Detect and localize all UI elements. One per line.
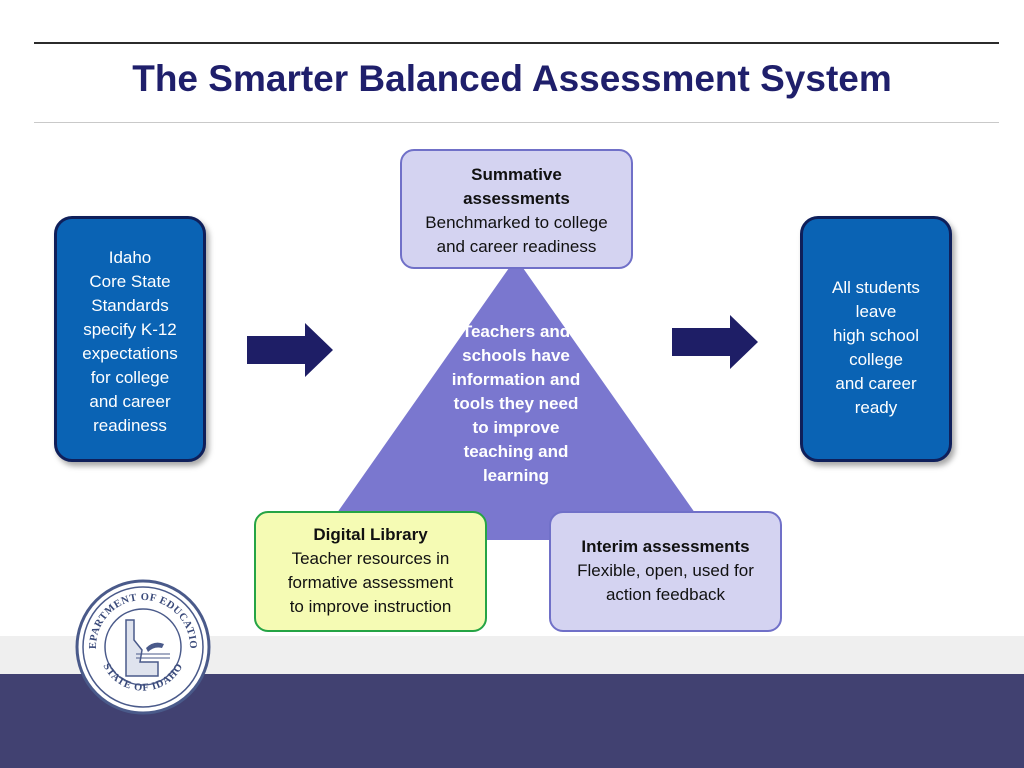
title-top-rule xyxy=(34,42,999,44)
outcome-line: and career xyxy=(835,374,917,393)
outcome-line: high school xyxy=(832,326,919,345)
slide-title: The Smarter Balanced Assessment System xyxy=(132,58,892,99)
standards-line: for college xyxy=(90,368,170,387)
idaho-seal-icon: DEPARTMENT OF EDUCATION STATE OF IDAHO xyxy=(74,578,211,715)
digital-library-body: to improve instruction xyxy=(289,597,452,616)
standards-line: readiness xyxy=(93,416,167,435)
summative-assessments-box: Summative assessments Benchmarked to col… xyxy=(400,149,633,269)
summative-heading: assessments xyxy=(463,189,570,208)
center-line: to improve xyxy=(472,418,560,437)
digital-library-heading: Digital Library xyxy=(313,525,428,544)
center-line: schools have xyxy=(462,346,570,365)
title-bottom-rule xyxy=(34,122,999,123)
summative-body: Benchmarked to college xyxy=(425,213,608,232)
outcome-line: leave xyxy=(855,302,897,321)
triangle-center-text: Teachers and schools have information an… xyxy=(430,320,602,488)
interim-assessments-box: Interim assessments Flexible, open, used… xyxy=(549,511,782,632)
center-line: learning xyxy=(482,466,550,485)
standards-line: expectations xyxy=(82,344,178,363)
interim-heading: Interim assessments xyxy=(581,537,750,556)
outcome-box: All students leave high school college a… xyxy=(800,216,952,462)
center-line: tools they need xyxy=(453,394,579,413)
summative-heading: Summative xyxy=(471,165,562,184)
outcome-line: All students xyxy=(832,278,920,297)
outcome-line: college xyxy=(849,350,903,369)
central-triangle xyxy=(318,258,714,540)
standards-line: Standards xyxy=(91,296,169,315)
standards-box: Idaho Core State Standards specify K-12 … xyxy=(54,216,206,462)
standards-line: Core State xyxy=(89,272,171,291)
summative-body: and career readiness xyxy=(436,237,597,256)
center-line: Teachers and xyxy=(461,322,571,341)
digital-library-body: Teacher resources in xyxy=(291,549,450,568)
standards-line: specify K-12 xyxy=(83,320,177,339)
center-line: teaching and xyxy=(463,442,569,461)
interim-body: action feedback xyxy=(605,585,726,604)
standards-line: and career xyxy=(89,392,171,411)
right-arrow-icon xyxy=(247,323,333,377)
standards-line: Idaho xyxy=(108,248,152,267)
outcome-line: ready xyxy=(854,398,898,417)
digital-library-box: Digital Library Teacher resources in for… xyxy=(254,511,487,632)
center-line: information and xyxy=(451,370,581,389)
right-arrow-icon xyxy=(672,315,758,369)
digital-library-body: formative assessment xyxy=(287,573,454,592)
interim-body: Flexible, open, used for xyxy=(577,561,754,580)
